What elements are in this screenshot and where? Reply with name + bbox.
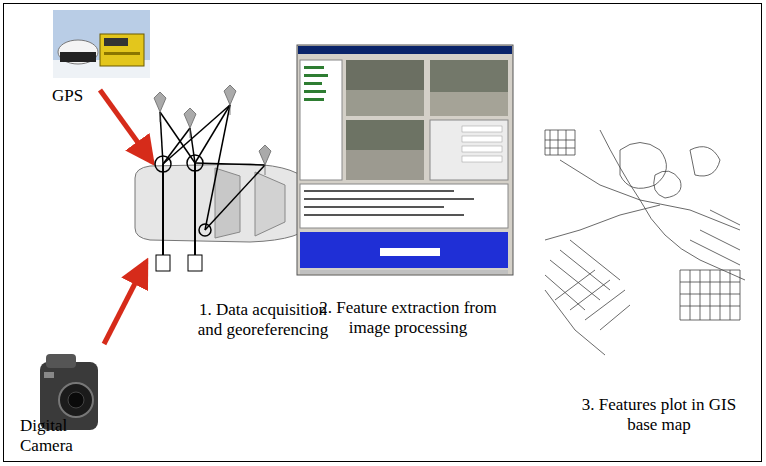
input-arrow [104,262,146,344]
caption-label: 3. Features plot in GIS base map [566,395,752,435]
caption-label: Digital Camera [20,416,90,456]
caption-label: GPS [52,86,112,106]
caption-label: 1. Data acquisition and georeferencing [188,300,338,340]
survey-vehicle [135,85,312,271]
frame-border [4,4,762,462]
gps-photo [53,10,150,78]
input-arrow [100,90,152,162]
software-screenshot [297,45,513,275]
caption-label: 2. Feature extraction from image process… [312,298,504,338]
gis-map [545,130,745,355]
